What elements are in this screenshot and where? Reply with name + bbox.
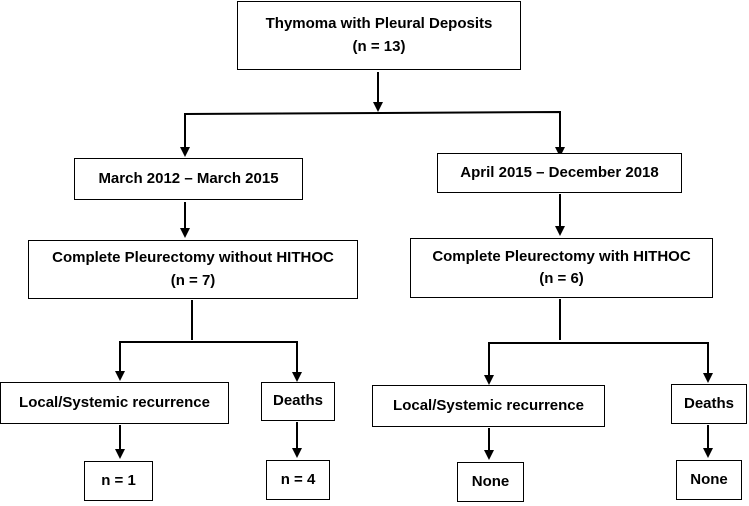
right-deaths-outcome: None	[690, 470, 728, 488]
right-recurrence-label: Local/Systemic recurrence	[393, 396, 584, 414]
right-recurrence-box: Local/Systemic recurrence	[372, 385, 605, 427]
root-box: Thymoma with Pleural Deposits (n = 13)	[237, 1, 521, 70]
left-lower-split	[119, 341, 302, 382]
left-procedure-box: Complete Pleurectomy without HITHOC (n =…	[28, 240, 358, 299]
root-count: (n = 13)	[352, 37, 406, 55]
left-period-box: March 2012 – March 2015	[74, 158, 303, 200]
right-procedure-box: Complete Pleurectomy with HITHOC (n = 6)	[410, 238, 713, 298]
left-deaths-box: Deaths	[261, 382, 335, 421]
right-recurrence-outcome-box: None	[457, 462, 524, 502]
left-deaths-outcome: n = 4	[280, 470, 316, 488]
left-period-label: March 2012 – March 2015	[98, 169, 279, 187]
right-period-label: April 2015 – December 2018	[460, 163, 659, 181]
left-deaths-outcome-box: n = 4	[266, 460, 330, 500]
right-procedure-label: Complete Pleurectomy with HITHOC	[432, 247, 691, 265]
right-procedure-count: (n = 6)	[539, 270, 584, 287]
left-procedure-label: Complete Pleurectomy without HITHOC	[52, 249, 334, 266]
left-recurrence-label: Local/Systemic recurrence	[19, 393, 210, 411]
right-deaths-outcome-box: None	[676, 460, 742, 500]
right-recurrence-outcome: None	[471, 472, 510, 490]
left-recurrence-box: Local/Systemic recurrence	[0, 382, 229, 424]
left-recurrence-outcome-box: n = 1	[84, 461, 153, 501]
left-recurrence-outcome: n = 1	[101, 471, 136, 489]
right-period-box: April 2015 – December 2018	[437, 153, 682, 193]
right-deaths-box: Deaths	[671, 384, 747, 424]
right-lower-split	[488, 342, 713, 383]
left-deaths-label: Deaths	[272, 392, 324, 410]
top-split-line	[184, 110, 565, 157]
left-procedure-count: (n = 7)	[170, 271, 216, 289]
right-deaths-label: Deaths	[683, 394, 735, 412]
root-title: Thymoma with Pleural Deposits	[265, 15, 493, 32]
